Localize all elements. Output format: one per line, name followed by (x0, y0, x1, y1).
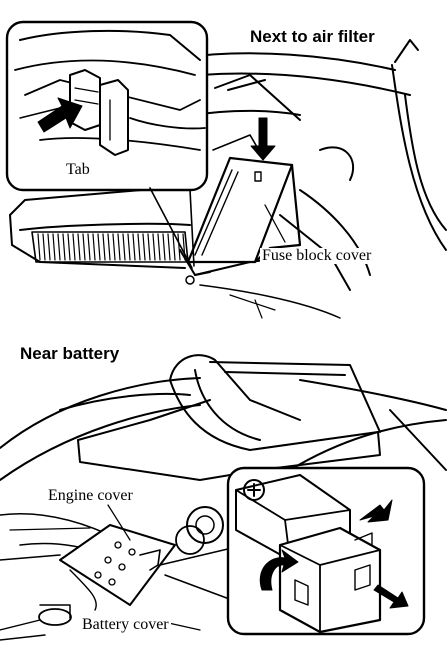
press-down-arrow-icon (250, 117, 276, 161)
battery-area-illustration (0, 354, 447, 641)
fuse-cover-leader-line (264, 204, 286, 243)
fuse-block-cover-label: Fuse block cover (260, 247, 374, 264)
battery-cover-detail-inset (226, 466, 426, 636)
engine-cover-label: Engine cover (46, 487, 135, 504)
tab-label: Tab (66, 161, 90, 178)
section-heading-air-filter: Next to air filter (250, 27, 375, 46)
battery-cover-label: Battery cover (80, 616, 171, 633)
section-heading-battery: Near battery (20, 344, 120, 363)
grille-ribs (37, 233, 186, 261)
tab-detail-inset (5, 20, 209, 269)
fuse-block-cover-drawing (186, 134, 302, 264)
